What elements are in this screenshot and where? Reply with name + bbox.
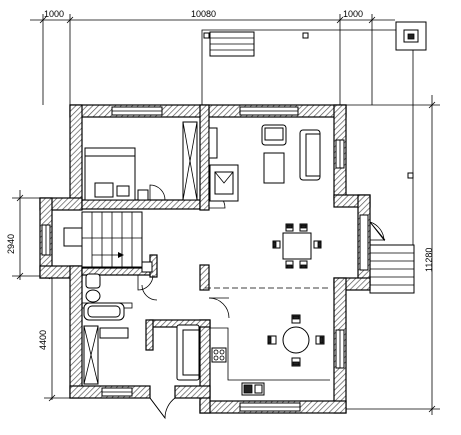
round-table [267,314,325,367]
washbasin-icon [85,289,101,303]
dimension-top: 1000 10080 1000 [30,9,395,105]
toilet-icon [85,273,101,289]
dining-table [272,223,322,269]
entry-hall [176,324,200,381]
dimension-label: 4400 [38,330,48,350]
kitchen [210,327,330,396]
living-room [209,124,321,202]
dimension-right: 11280 [340,95,440,415]
entry-steps [369,244,415,294]
dimension-left: 2940 4400 [6,190,70,402]
dimension-label: 1000 [343,9,363,19]
windows [41,106,369,412]
dimension-label: 11280 [424,248,434,272]
dimension-label: 10080 [191,9,216,19]
staircase [63,211,153,273]
doors [137,184,386,420]
coffee-table [263,152,285,184]
bedroom [84,121,218,201]
bathroom [83,273,129,385]
stove-icon [211,347,227,363]
armchair-icon [94,182,114,198]
dimension-label: 1000 [44,9,64,19]
fireplace-icon [209,164,239,202]
column-icon [395,21,427,51]
dimension-label: 2940 [6,234,16,254]
